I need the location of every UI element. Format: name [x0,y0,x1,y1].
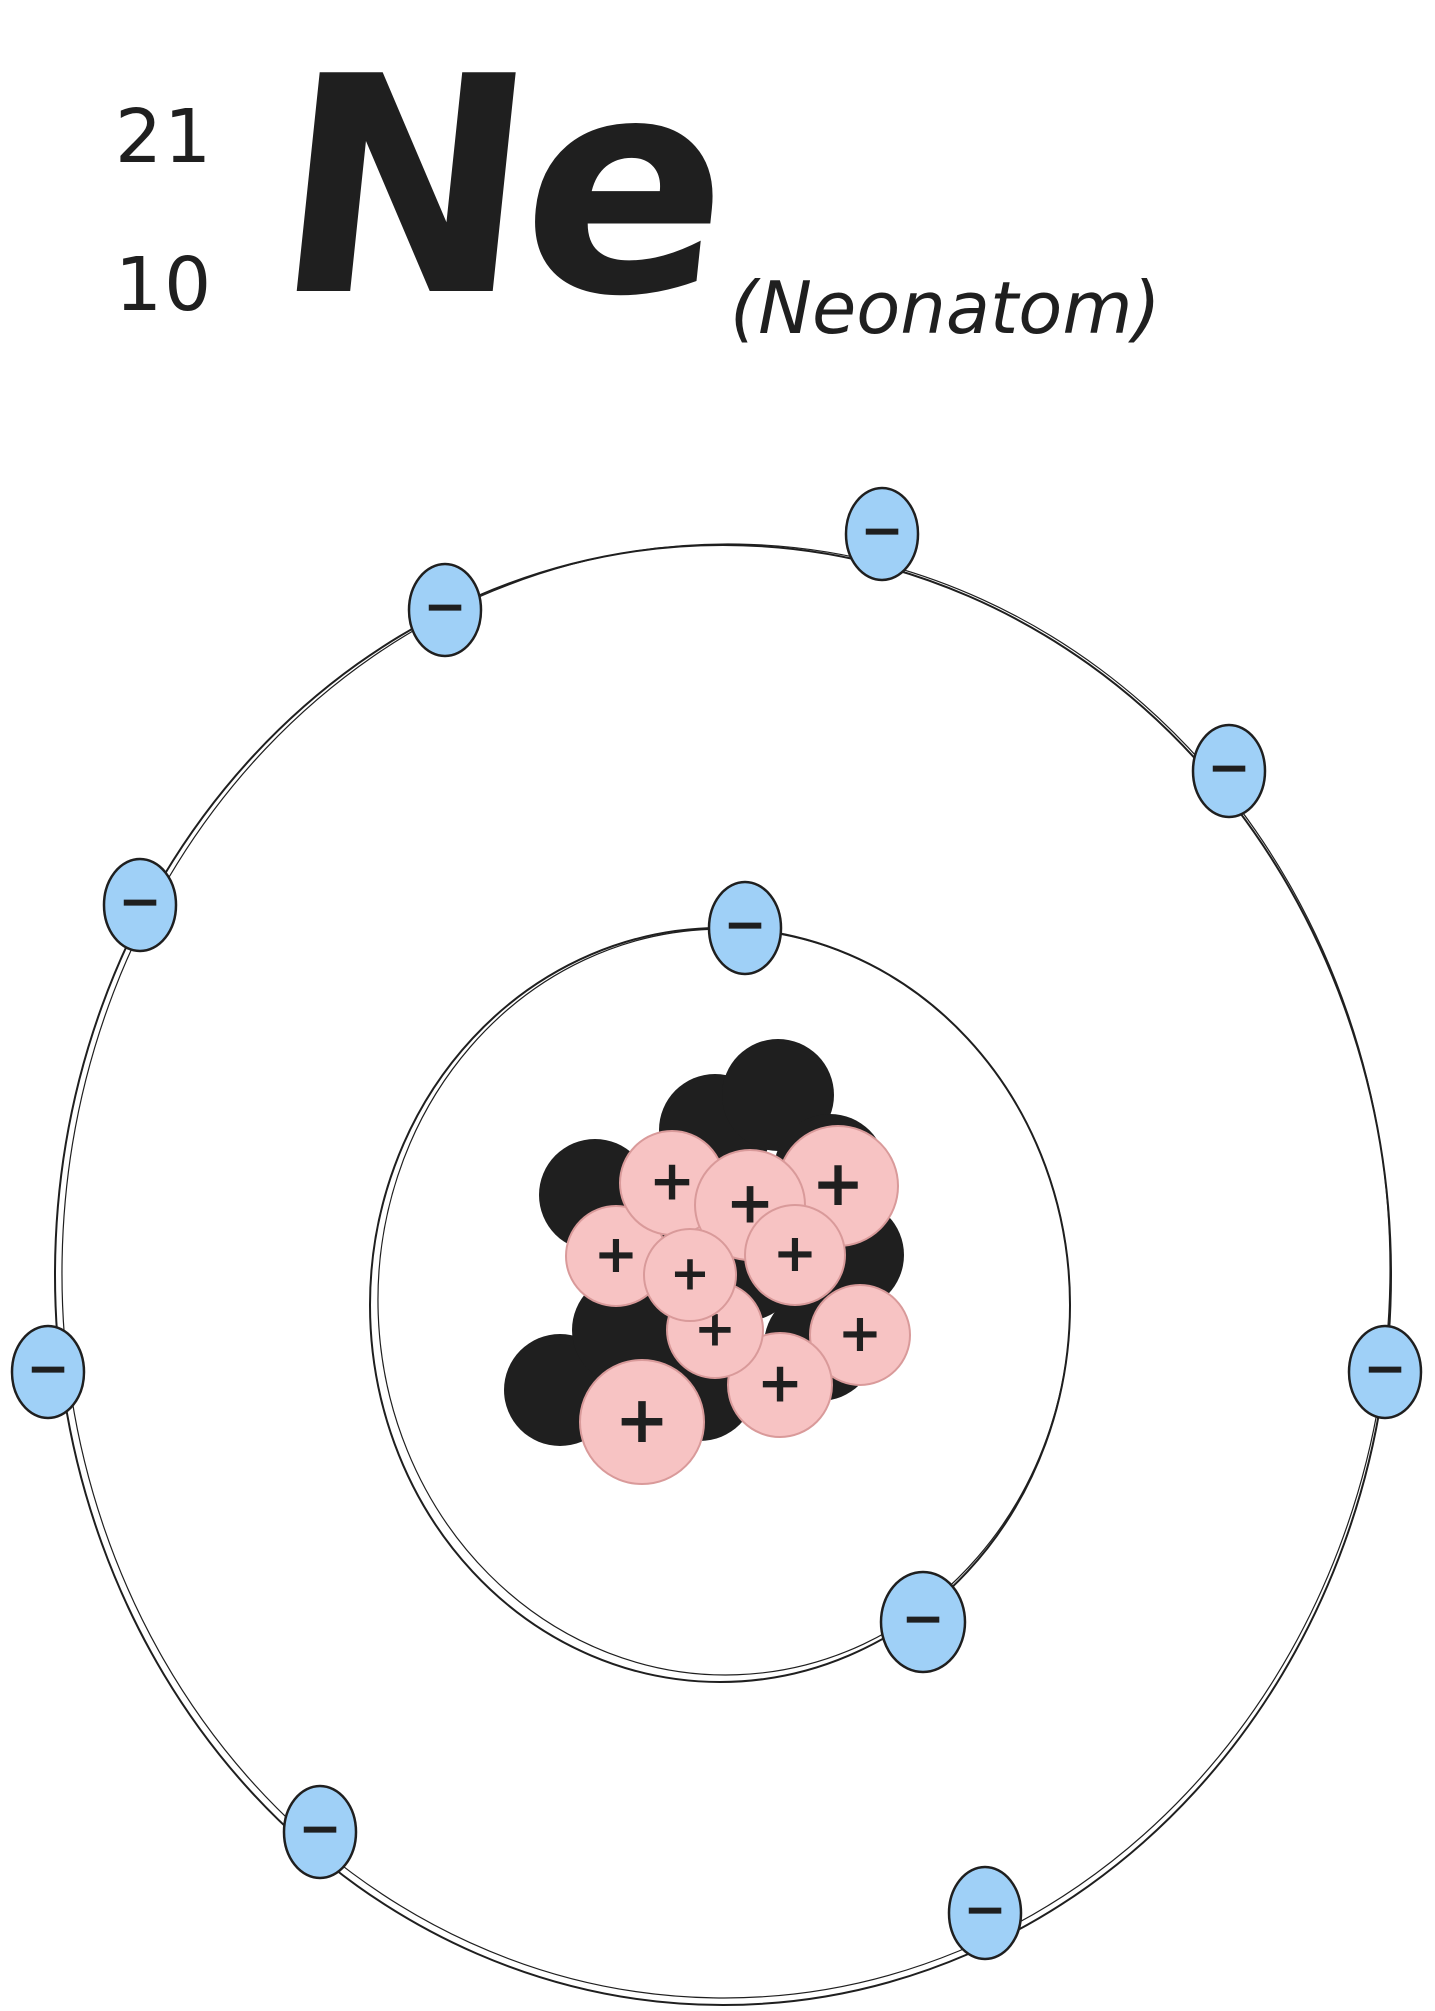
element-header: 21 10 Ne (Neonatom) [0,0,1435,400]
proton-charge: + [649,1149,695,1213]
element-name: (Neonatom) [730,266,1161,350]
electron: − [879,1570,967,1674]
proton-charge: + [670,1246,710,1302]
proton-charge: + [812,1147,865,1220]
electron-charge: − [963,1880,1007,1940]
electron-charge: − [118,872,162,932]
electron: − [707,880,783,976]
proton-charge: + [773,1223,817,1284]
electron-charge: − [1363,1339,1407,1399]
electron-charge: − [1207,738,1251,798]
electron: − [844,486,920,582]
electron: − [102,857,178,953]
proton-charge: + [615,1383,669,1458]
electron-charge: − [26,1339,70,1399]
electron-charge: − [860,501,904,561]
electron: − [10,1324,86,1420]
electron: − [407,562,483,658]
electrons: − − − − − − − − − − [10,486,1423,1961]
proton-charge: + [838,1303,882,1364]
atomic-number: 10 [115,242,214,328]
proton-charge: + [594,1224,638,1285]
electron: − [282,1784,358,1880]
nucleus: ++++++++++ [504,1039,911,1485]
electron-charge: − [901,1589,945,1649]
electron: − [947,1865,1023,1961]
electron: − [1347,1324,1423,1420]
proton-charge: + [757,1351,803,1415]
proton: + [744,1204,846,1306]
orbit-outer [54,543,1392,2006]
electron-charge: − [723,895,767,955]
electron-charge: − [298,1799,342,1859]
proton: + [809,1284,911,1386]
proton: + [643,1228,737,1322]
mass-number: 21 [115,94,214,180]
proton: + [579,1359,705,1485]
electron: − [1191,723,1267,819]
electron-charge: − [423,577,467,637]
